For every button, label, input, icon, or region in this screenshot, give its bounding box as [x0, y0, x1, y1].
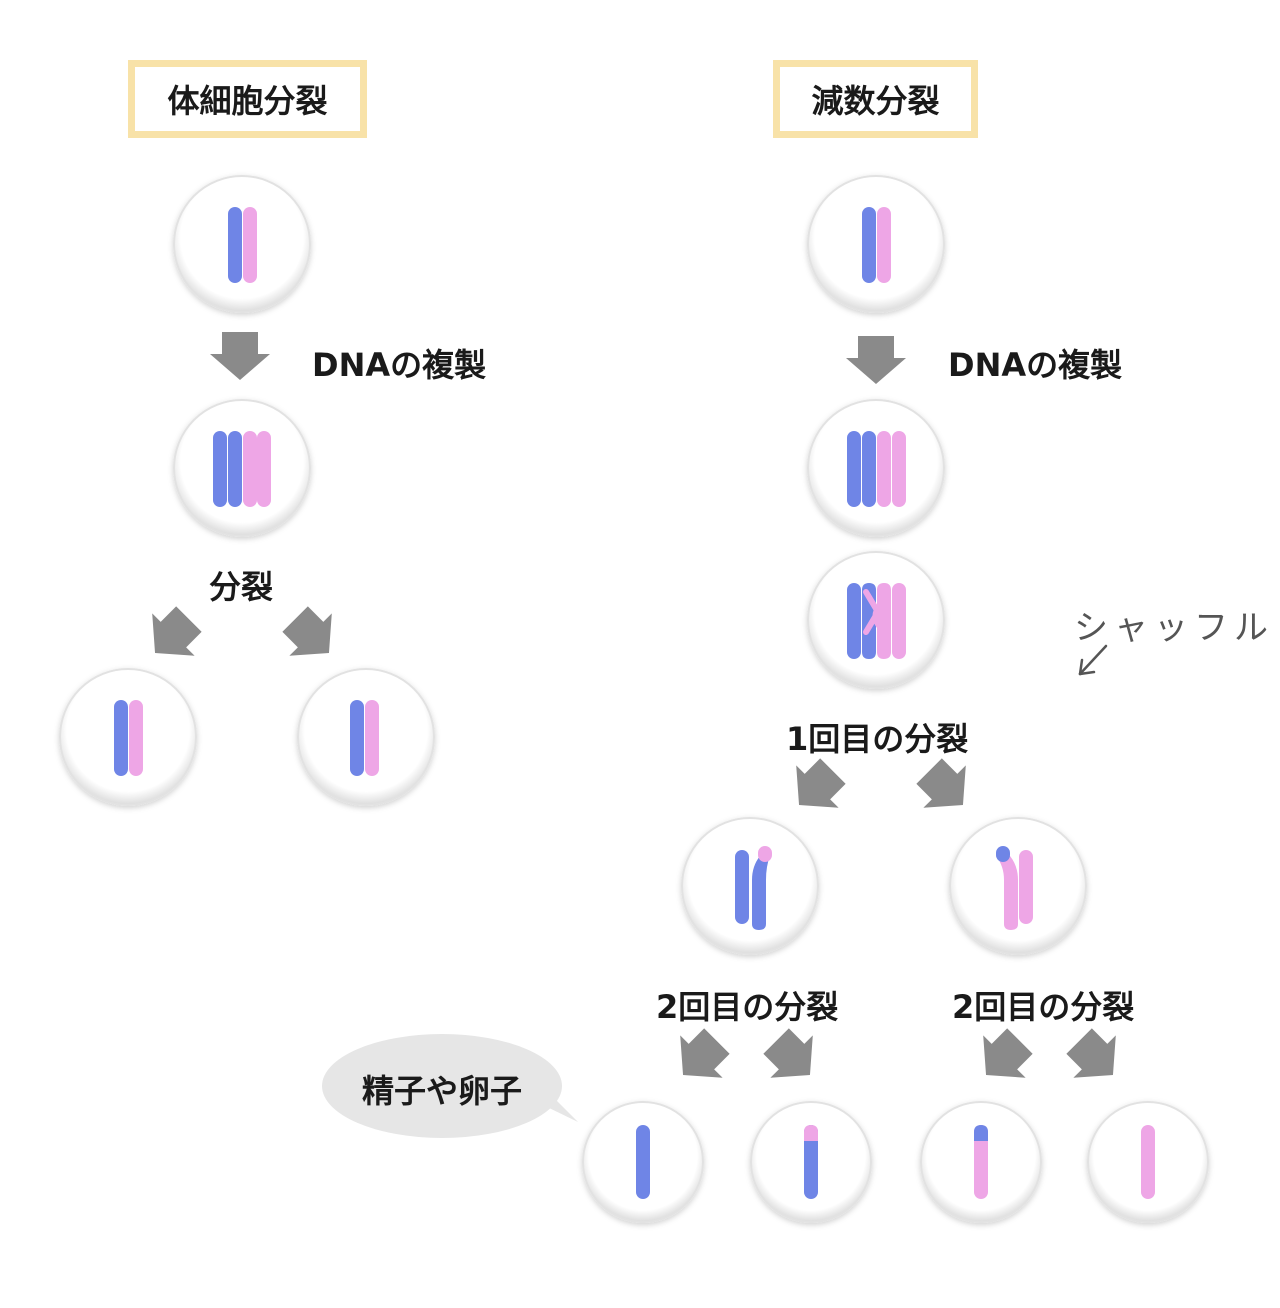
gamete-cell-2 [750, 1101, 872, 1223]
diagonal-arrow-icon [273, 597, 351, 675]
meiosis-crossover-cell [807, 551, 945, 689]
mitosis-cell-2 [173, 399, 311, 537]
division-label: 分裂 [209, 568, 274, 606]
diagonal-arrow-icon [777, 749, 855, 827]
mitosis-daughter-cell-2 [297, 668, 435, 806]
mitosis-cell-1 [173, 175, 311, 313]
diagonal-arrow-icon [964, 1019, 1042, 1097]
gamete-cell-1 [582, 1101, 704, 1223]
first-division-label: 1回目の分裂 [786, 720, 969, 758]
dna-replication-label-left: DNAの複製 [312, 346, 487, 384]
shuffle-label: シャッフル [1074, 608, 1274, 648]
meiosis-cell-2 [807, 399, 945, 537]
meiosis-cell-1 [807, 175, 945, 313]
diagonal-arrow-icon [133, 597, 211, 675]
mitosis-title: 体細胞分裂 [128, 60, 367, 138]
dna-replication-label-right: DNAの複製 [948, 346, 1123, 384]
meiosis-title: 減数分裂 [773, 60, 978, 138]
down-arrow-icon [210, 332, 270, 380]
diagonal-arrow-icon [1057, 1019, 1135, 1097]
mitosis-daughter-cell-1 [59, 668, 197, 806]
meiosis-secondary-cell-1 [681, 817, 819, 955]
gamete-speech-bubble [322, 1034, 578, 1138]
down-arrow-icon [846, 336, 906, 384]
shuffle-arrow-icon [1078, 644, 1108, 676]
diagonal-arrow-icon [661, 1019, 739, 1097]
gamete-cell-4 [1087, 1101, 1209, 1223]
meiosis-secondary-cell-2 [949, 817, 1087, 955]
diagonal-arrow-icon [754, 1019, 832, 1097]
gamete-label: 精子や卵子 [362, 1072, 523, 1110]
second-division-label-right: 2回目の分裂 [952, 988, 1135, 1026]
second-division-label-left: 2回目の分裂 [656, 988, 839, 1026]
diagonal-arrow-icon [907, 749, 985, 827]
gamete-cell-3 [920, 1101, 1042, 1223]
